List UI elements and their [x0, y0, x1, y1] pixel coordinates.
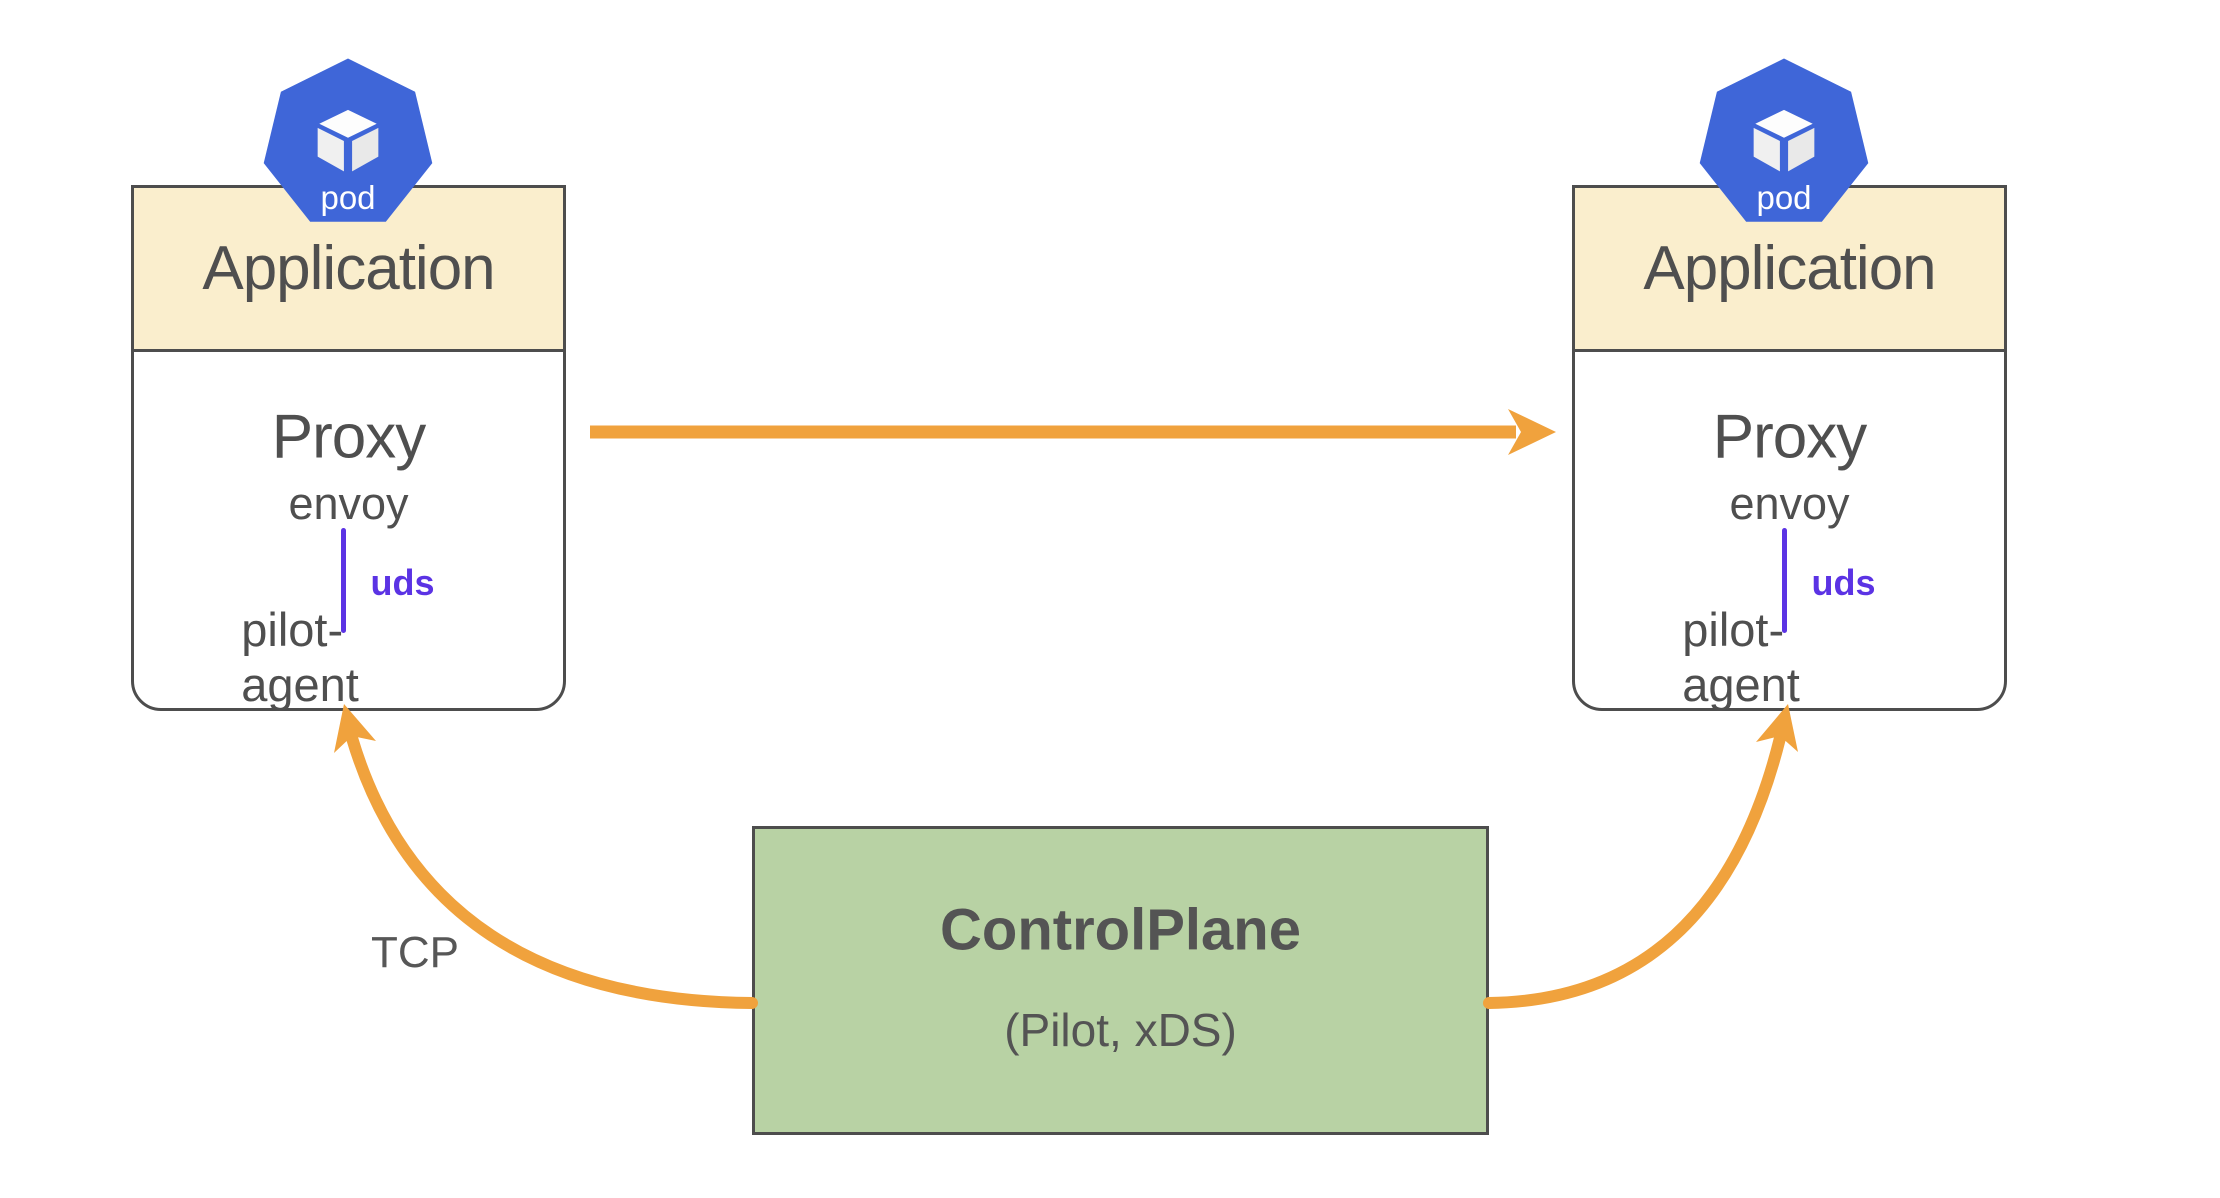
tcp-label: TCP	[371, 928, 459, 977]
pod-cube-icon	[317, 109, 379, 172]
control-plane-subtitle: (Pilot, xDS)	[1004, 1004, 1237, 1056]
uds-label: uds	[370, 562, 435, 603]
pod-cube-icon	[1753, 109, 1815, 172]
proxy-label: Proxy	[271, 402, 426, 472]
control-plane-box: ControlPlane (Pilot, xDS)	[752, 826, 1489, 1135]
uds-connector-line	[1781, 528, 1787, 633]
control-plane-title: ControlPlane	[940, 897, 1301, 963]
pilot-agent-label: pilot-agent	[241, 603, 359, 711]
envoy-label: envoy	[1729, 478, 1850, 529]
application-label: Application	[202, 234, 495, 303]
proxy-label: Proxy	[1712, 402, 1867, 472]
proxy-section-left: Proxy envoy uds pilot-agent	[134, 352, 563, 714]
pilot-agent-label: pilot-agent	[1682, 603, 1800, 711]
control-plane-left-arrow	[334, 704, 758, 1009]
uds-label: uds	[1811, 562, 1876, 603]
application-label: Application	[1643, 234, 1936, 303]
envoy-label: envoy	[288, 478, 409, 529]
proxy-section-right: Proxy envoy uds pilot-agent	[1575, 352, 2004, 714]
uds-connector-line	[340, 528, 346, 633]
control-plane-right-arrow	[1483, 704, 1798, 1009]
pod-icon-label: pod	[320, 179, 376, 216]
pod-icon-label: pod	[1756, 179, 1812, 216]
proxy-traffic-arrow	[590, 409, 1556, 455]
pod-card-right: Application Proxy envoy uds pilot-agent	[1572, 185, 2007, 711]
